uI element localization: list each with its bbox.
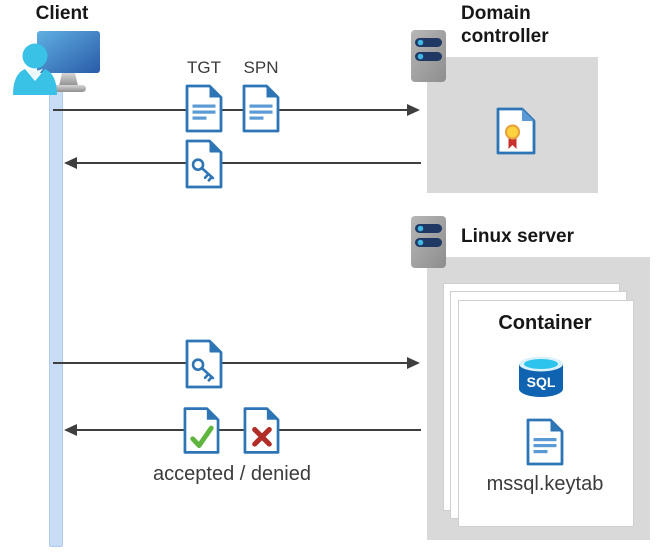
arrow-present-ticket-line	[53, 362, 408, 364]
linux-server-label: Linux server	[461, 226, 574, 247]
key-ticket-icon-2	[185, 339, 223, 389]
arrow-request-tickets-head	[407, 104, 420, 116]
arrow-ticket-response-head	[64, 157, 77, 169]
x-icon	[252, 426, 272, 447]
keytab-file-icon	[526, 418, 564, 466]
tgt-ticket-icon	[185, 84, 223, 133]
seal-icon	[504, 124, 521, 140]
container-card	[458, 300, 634, 527]
client-label: Client	[35, 3, 89, 24]
client-lifeline	[49, 88, 63, 547]
key-icon	[191, 358, 215, 382]
key-icon	[191, 158, 215, 182]
certificate-icon	[496, 107, 536, 155]
key-ticket-icon	[185, 139, 223, 189]
monitor-stand	[59, 73, 78, 86]
user-icon	[13, 43, 57, 95]
sql-badge-label: SQL	[527, 374, 556, 390]
denied-ticket-icon	[243, 407, 280, 454]
accepted-ticket-icon	[183, 407, 220, 454]
sql-database-icon: SQL	[519, 356, 563, 397]
arrow-ticket-response-line	[77, 162, 421, 164]
container-label: Container	[498, 312, 592, 334]
arrow-present-ticket-head	[407, 357, 420, 369]
linux-server-icon	[411, 216, 446, 268]
arrow-auth-result-head	[64, 424, 77, 436]
client-workstation-icon	[13, 31, 100, 95]
tgt-label: TGT	[187, 58, 221, 77]
keytab-label: mssql.keytab	[486, 473, 604, 495]
domain-controller-server-icon	[411, 30, 446, 82]
monitor-icon	[37, 31, 100, 73]
domain-controller-label: Domain controller	[461, 3, 549, 47]
spn-ticket-icon	[242, 84, 280, 133]
check-icon	[190, 425, 214, 449]
spn-label: SPN	[243, 58, 279, 77]
arrow-request-tickets-line	[53, 109, 408, 111]
auth-result-label: accepted / denied	[153, 463, 311, 485]
monitor-base	[52, 85, 86, 92]
ribbon-icon	[508, 136, 517, 149]
